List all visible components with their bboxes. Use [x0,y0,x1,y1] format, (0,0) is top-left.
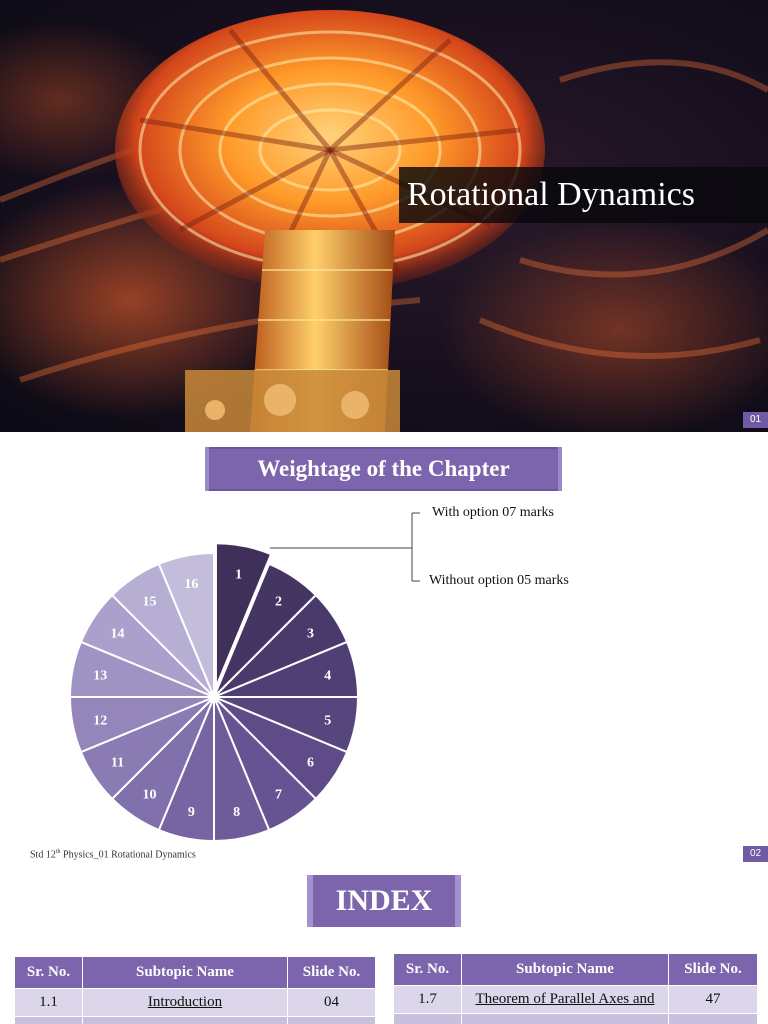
weightage-heading-text: Weightage of the Chapter [257,456,510,481]
slide-index: INDEX Sr. No. Subtopic Name Slide No. 1.… [0,864,768,1024]
weightage-heading: Weightage of the Chapter [205,447,562,491]
pie-label-2: 2 [275,595,282,610]
callout-with-option: With option 07 marks [432,505,554,520]
pie-label-12: 12 [93,714,107,729]
pie-slice-16 [157,551,215,698]
callout-without-option: Without option 05 marks [429,573,569,588]
header-subtopic: Subtopic Name [82,956,288,989]
slide-number: 01 [743,412,768,428]
slide-number: 02 [743,846,768,862]
callout-connectors [270,512,420,582]
cell-empty [393,1013,462,1024]
footer-prefix: Std 12 [30,849,56,861]
header-sr-no: Sr. No. [393,953,462,986]
pie-label-15: 15 [143,595,157,610]
pie-label-3: 3 [307,627,314,642]
pie-label-10: 10 [143,787,157,802]
header-sr-no: Sr. No. [14,956,83,989]
index-table-left: Sr. No. Subtopic Name Slide No. 1.1 Intr… [14,956,376,1024]
pie-slice-1 [214,542,273,688]
footer-sup: th [55,849,61,855]
cell-slide-no: 04 [287,988,376,1017]
subtopic-link[interactable]: Introduction [82,988,288,1017]
table-header-row: Sr. No. Subtopic Name Slide No. [393,953,758,986]
slide-title: Rotational Dynamics 01 [0,0,768,432]
pie-label-16: 16 [184,577,198,592]
pie-label-1: 1 [235,567,242,582]
cell-sr-no [14,1016,83,1024]
index-table-right: Sr. No. Subtopic Name Slide No. 1.7 Theo… [393,953,758,1024]
footer-suffix: Physics_01 Rotational Dynamics [60,849,196,861]
cell-empty [668,1013,758,1024]
slide-title-text: Rotational Dynamics [399,167,768,223]
table-row: 1.1 Introduction 04 [14,988,376,1017]
table-row [14,1016,376,1024]
slide-footer: Std 12th Physics_01 Rotational Dynamics [30,849,196,860]
pie-label-9: 9 [188,805,195,820]
pie-label-7: 7 [275,787,282,802]
pie-label-4: 4 [324,668,331,683]
pie-label-13: 13 [93,668,107,683]
cell-sr-no: 1.7 [393,985,462,1014]
subtopic-link[interactable]: Theorem of Parallel Axes and [461,985,669,1014]
pie-label-5: 5 [324,714,331,729]
header-subtopic: Subtopic Name [461,953,669,986]
pie-label-14: 14 [111,627,125,642]
pie-label-11: 11 [111,755,124,770]
subtopic-link[interactable] [82,1016,288,1024]
header-slide-no: Slide No. [668,953,758,986]
table-row: 1.7 Theorem of Parallel Axes and 47 [393,985,758,1014]
pie-label-8: 8 [233,805,240,820]
pie-label-6: 6 [307,755,314,770]
table-row [393,1013,758,1024]
header-slide-no: Slide No. [287,956,376,989]
index-title: INDEX [307,875,461,927]
cell-slide-no: 47 [668,985,758,1014]
table-header-row: Sr. No. Subtopic Name Slide No. [14,956,376,989]
cell-sr-no: 1.1 [14,988,83,1017]
cell-empty [461,1013,669,1024]
cell-slide-no [287,1016,376,1024]
